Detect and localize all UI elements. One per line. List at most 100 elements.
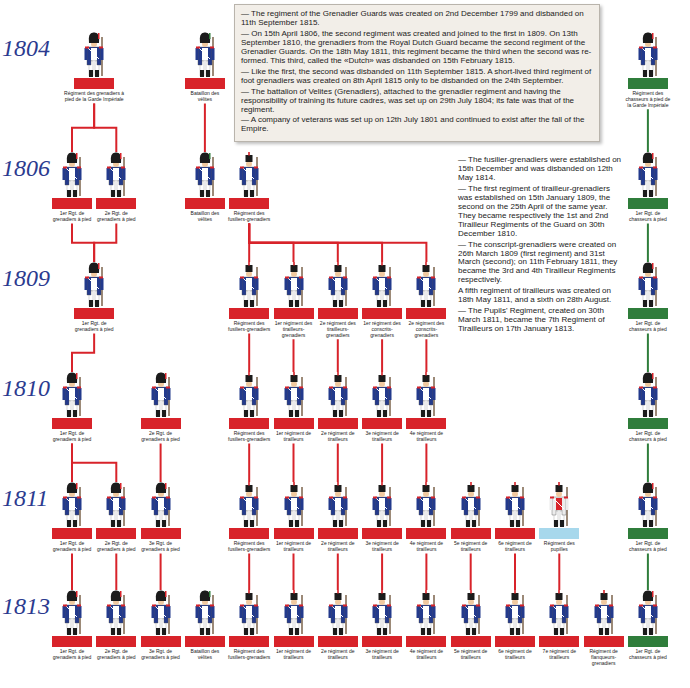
bearskin	[155, 590, 166, 601]
regiment-base	[185, 78, 225, 89]
epaulette	[373, 497, 377, 499]
cross-belt	[642, 168, 653, 179]
epaulette	[639, 497, 643, 499]
epaulette	[152, 605, 156, 607]
musket	[522, 487, 523, 526]
gaiter	[516, 628, 520, 635]
epaulette	[609, 605, 613, 607]
regiment-base	[628, 198, 668, 209]
soldier-illustration	[360, 590, 404, 647]
regiment-label: 1er Rgt. de grenadiers à pied	[50, 649, 94, 661]
lineage-line	[337, 554, 339, 591]
arm	[328, 498, 331, 510]
coat	[508, 497, 522, 515]
cross-belt	[642, 278, 653, 289]
regiment-box: 1er régiment de tirailleurs	[272, 372, 316, 443]
bearskin	[111, 590, 122, 601]
soldier-illustration	[449, 482, 493, 539]
soldier-illustration	[50, 482, 94, 539]
gaiter	[67, 410, 71, 417]
arm	[417, 278, 420, 290]
musket	[212, 37, 213, 76]
epaulette	[85, 277, 89, 279]
notes-panel: — The regiment of the Grenadier Guards w…	[234, 4, 600, 142]
soldier-figure	[628, 152, 668, 209]
bearskin	[111, 152, 122, 163]
regiment-box: 5e régiment de tirailleurs	[449, 590, 493, 661]
soldier-illustration	[316, 262, 360, 319]
epaulette	[639, 387, 643, 389]
gaiter	[111, 190, 115, 197]
epaulette	[240, 277, 244, 279]
soldier-figure	[406, 372, 446, 429]
regiment-base	[495, 636, 535, 647]
year-label: 1810	[2, 376, 50, 400]
regiment-label: 2e Rgt. de grenadiers à pied	[94, 649, 138, 661]
regiment-base	[96, 636, 136, 647]
lineage-line	[249, 224, 426, 263]
musket	[79, 377, 80, 416]
regiment-box: 2e Rgt. de grenadiers à pied	[139, 372, 183, 443]
regiment-box: 6e régiment de tirailleurs	[493, 482, 537, 553]
regiment-base	[141, 636, 181, 647]
musket	[257, 377, 258, 416]
musket	[168, 487, 169, 526]
epaulette	[121, 497, 125, 499]
soldier-illustration	[625, 590, 671, 647]
epaulette	[85, 47, 89, 49]
musket	[168, 377, 169, 416]
notes-column: — The fusilier-grenadiers were establish…	[458, 156, 624, 336]
gaiter	[295, 628, 299, 635]
lineage-line	[425, 339, 427, 372]
shako	[512, 485, 519, 492]
arm	[328, 388, 331, 400]
regiment-label: Régiment des chasseurs à pied de la Gard…	[624, 91, 672, 108]
gaiter	[73, 628, 77, 635]
gaiter	[516, 520, 520, 527]
soldier-illustration	[50, 372, 94, 429]
soldier-figure	[274, 482, 314, 539]
musket	[389, 595, 390, 634]
coat	[154, 497, 168, 515]
gaiter	[649, 300, 653, 307]
arm	[151, 606, 154, 618]
soldier-figure	[628, 590, 668, 647]
arm	[101, 278, 104, 290]
musket	[655, 595, 656, 634]
gaiter	[377, 410, 381, 417]
arm	[611, 606, 614, 618]
plume	[558, 590, 560, 594]
shako	[423, 485, 430, 492]
epaulette	[285, 497, 289, 499]
regiment-base	[362, 636, 402, 647]
gaiter	[250, 628, 254, 635]
soldier-figure	[74, 32, 114, 89]
plume	[120, 483, 122, 489]
regiment-base	[406, 528, 446, 539]
epaulette	[550, 605, 554, 607]
musket	[301, 377, 302, 416]
epaulette	[299, 277, 303, 279]
plume	[337, 262, 339, 266]
epaulette	[63, 387, 67, 389]
soldier-figure	[74, 262, 114, 319]
coat	[198, 605, 212, 623]
arm	[594, 606, 597, 618]
plume	[165, 373, 167, 379]
epaulette	[152, 387, 156, 389]
epaulette	[329, 605, 333, 607]
shako	[467, 485, 474, 492]
soldier-illustration	[316, 372, 360, 429]
shako	[379, 265, 386, 272]
arm	[212, 606, 215, 618]
coat	[287, 277, 301, 295]
musket	[478, 487, 479, 526]
cross-belt	[376, 388, 387, 399]
cross-belt	[642, 388, 653, 399]
regiment-box: 3e Rgt. de grenadiers à pied	[139, 482, 183, 553]
gaiter	[250, 300, 254, 307]
epaulette	[387, 387, 391, 389]
cross-belt	[288, 278, 299, 289]
bearskin	[200, 152, 211, 163]
epaulette	[240, 387, 244, 389]
